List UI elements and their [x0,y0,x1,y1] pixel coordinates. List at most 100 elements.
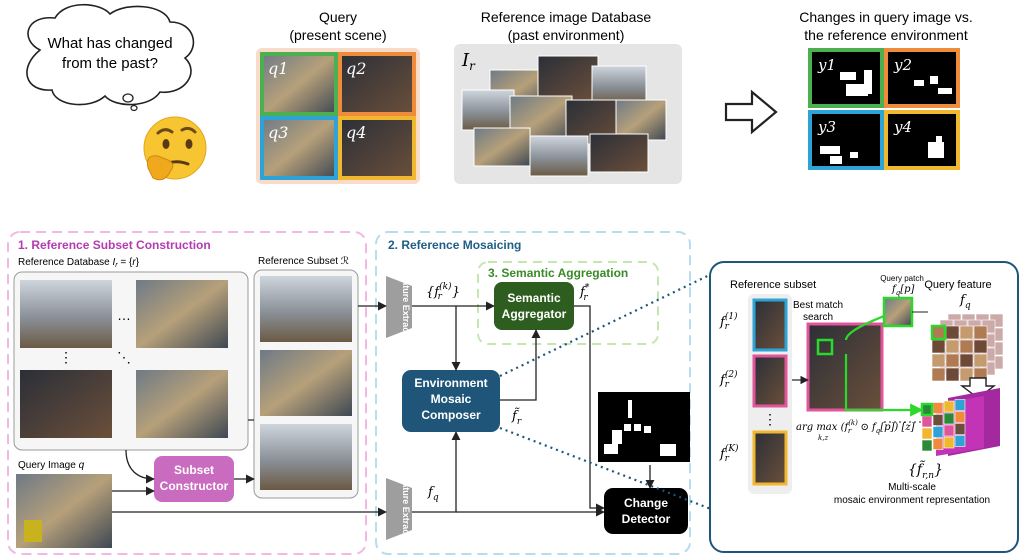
mosaic-cell-2-0 [921,427,933,440]
fk-label: {f(k)r} [426,281,460,302]
query-tile-2 [338,52,416,116]
feature-cell-2-0-1 [945,325,960,340]
feature-cell-2-2-0 [931,353,946,368]
patch-match-connector [844,314,885,341]
query-feature-symbol: fq [959,293,971,311]
changes-panel: Changes in query image vs. the reference… [799,9,973,170]
fr-tilde-label: f̃r [511,407,522,427]
db-image-1 [20,280,112,348]
section1-border [7,231,367,555]
changes-title1: Changes in query image vs. [799,9,973,25]
change-blob-3-2 [830,156,842,164]
ref-image-2 [752,354,788,408]
change-blob-3-1 [820,146,840,154]
mosaic-cell-3-0 [921,439,933,452]
section2-title: 2. Reference Mosaicing [388,238,521,252]
composer-to-semantic-arrow [500,329,541,401]
ref-image-1 [752,298,788,352]
db-image-4 [136,370,228,438]
reference-subset-label: Reference Subset ℛ [258,256,349,267]
fr-star-label: f*r [579,283,590,303]
query-tile-1 [260,52,338,116]
mosaic-cell-2-2 [943,424,955,437]
multiscale-line1: Multi-scale [888,482,936,493]
reference-database-label: Reference Database Ir = {r} [18,257,140,269]
mosaic-cell-2-1 [932,426,944,438]
db-to-constructor-arrow [125,449,155,484]
feature-extractor-top [386,276,412,338]
mosaic-cell-2-3 [954,423,966,435]
mosaic-cell-3-3 [954,435,966,447]
subset-image-1 [260,276,352,342]
query-image-label: Query Image q [18,460,85,471]
mosaic-cell-0-1 [932,402,944,414]
best-match-line2: search [803,312,833,323]
feature-highlight [930,324,947,341]
environment-mosaic-composer-box[interactable] [402,370,500,432]
mosaic-cell-3-1 [932,438,944,450]
change-blob-2-1 [914,80,924,86]
query-feature-label: Query feature [924,279,991,291]
query-tile-label-1: q1 [268,59,288,78]
reference-database-panel: Reference image Database (past environme… [454,9,682,184]
query-tile-label-2: q2 [346,59,366,78]
env-line3: Composer [421,408,481,422]
change-tile-4 [884,110,960,170]
query-tile-label-3: q3 [268,123,288,142]
feature-extractor-bottom-label: Feature Extractor [401,472,411,547]
subset-constructor-box[interactable] [154,456,234,502]
change-tile-3 [808,110,884,170]
mosaic-cell-0-0 [921,403,933,416]
reference-subset-title: Reference subset [730,279,816,291]
change-tile-label-2: y2 [893,56,912,74]
feature-cell-2-3-1 [945,367,960,382]
change-detector-line2: Detector [622,512,671,526]
feature-cell-2-3-0 [931,367,946,382]
ellipsis-vertical: ⋮ [59,349,73,365]
changes-title2: the reference environment [804,27,968,43]
subset-image-3 [260,424,352,490]
query-forklift [24,520,42,542]
ellipsis-horizontal: … [117,307,131,323]
feature-cell-2-0-3 [973,325,988,340]
subset-constructor-line1: Subset [174,463,214,477]
feature-cell-2-1-3 [973,339,988,354]
change-blob-1-2 [846,84,868,96]
thought-line1: What has changed [47,35,172,52]
argmax-subscript: k,z [818,434,828,442]
best-match-patch [816,338,834,356]
multiscale-symbol: {f̃r,n} [908,460,943,481]
change-blob-4-2 [936,136,942,142]
mosaic-cell-1-0 [921,415,933,428]
mosaic-cell-1-1 [932,414,944,426]
ref-ellipsis: ⋮ [763,411,777,427]
mosaic-cell-3-2 [943,436,955,449]
semantic-line2: Aggregator [502,307,567,321]
thought-line2: from the past? [62,55,158,72]
feature-cell-2-2-2 [959,353,974,368]
thinking-face-icon [143,116,207,181]
semantic-aggregator-box[interactable] [494,282,574,330]
ref-image-K [752,430,788,486]
change-detector-line1: Change [624,496,668,510]
query-patch-label: Query patch [880,274,924,283]
match-to-mosaic-arrow [844,354,924,417]
subset-image-2 [260,350,352,416]
feature-cell-2-1-0 [931,339,946,354]
query-title1: Query [319,9,357,25]
semantic-line1: Semantic [507,291,561,305]
db-image-2 [136,280,228,348]
query-feature-grid [930,313,1004,382]
detail-connector-bottom [499,426,725,516]
query-patch-image [882,296,914,328]
query-tile-4 [338,116,416,180]
change-detector-box[interactable] [604,488,688,534]
section3-border [477,261,659,345]
change-blob-2-3 [938,88,952,94]
feature-cell-2-2-3 [973,353,988,368]
change-tile-label-3: y3 [817,118,836,136]
